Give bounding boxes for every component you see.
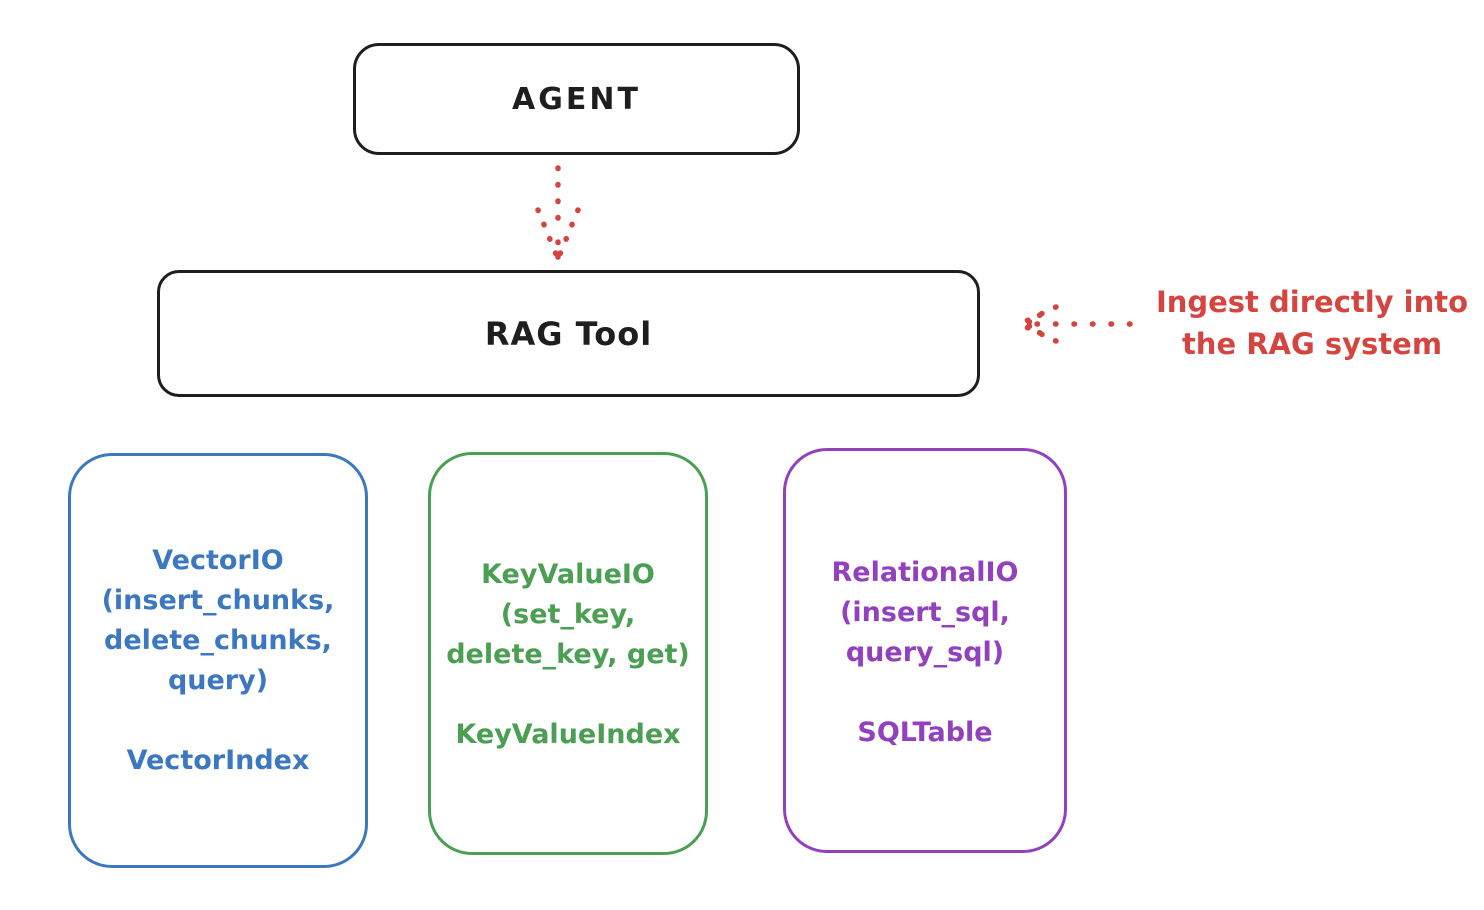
ingest-annotation-line2: the RAG system — [1181, 327, 1443, 361]
keyvalue-index-label: KeyValueIndex — [455, 719, 681, 750]
vector-io-line: VectorIO — [152, 545, 284, 576]
agent-node-label: AGENT — [512, 81, 641, 117]
vector-io-line: query) — [167, 665, 269, 696]
sql-table-label: SQLTable — [857, 717, 993, 748]
vector-io-content: VectorIO (insert_chunks, delete_chunks, … — [71, 541, 365, 781]
agent-node: AGENT — [353, 43, 800, 155]
rag-tool-node-label: RAG Tool — [484, 314, 653, 353]
relational-io-content: RelationalIO (insert_sql, query_sql) SQL… — [786, 553, 1064, 753]
relational-io-line: RelationalIO — [831, 557, 1019, 588]
vector-index-label: VectorIndex — [126, 745, 310, 776]
vector-io-node: VectorIO (insert_chunks, delete_chunks, … — [68, 453, 368, 868]
dotted-arrow-down-icon — [535, 165, 581, 261]
keyvalue-io-line: delete_key, get) — [446, 639, 690, 670]
dotted-arrow-left-icon — [1021, 304, 1133, 344]
keyvalue-io-line: KeyValueIO — [481, 559, 655, 590]
ingest-annotation-line1: Ingest directly into — [1155, 285, 1469, 319]
keyvalue-io-content: KeyValueIO (set_key, delete_key, get) Ke… — [431, 555, 705, 755]
relational-io-line: (insert_sql, — [840, 597, 1010, 628]
vector-io-line: (insert_chunks, — [101, 585, 335, 616]
vector-io-line: delete_chunks, — [104, 625, 332, 656]
ingest-annotation: Ingest directly into the RAG system — [1140, 281, 1484, 365]
relational-io-line: query_sql) — [845, 637, 1005, 668]
rag-tool-node: RAG Tool — [157, 270, 980, 397]
relational-io-node: RelationalIO (insert_sql, query_sql) SQL… — [783, 448, 1067, 853]
keyvalue-io-node: KeyValueIO (set_key, delete_key, get) Ke… — [428, 452, 708, 855]
keyvalue-io-line: (set_key, — [500, 599, 636, 630]
